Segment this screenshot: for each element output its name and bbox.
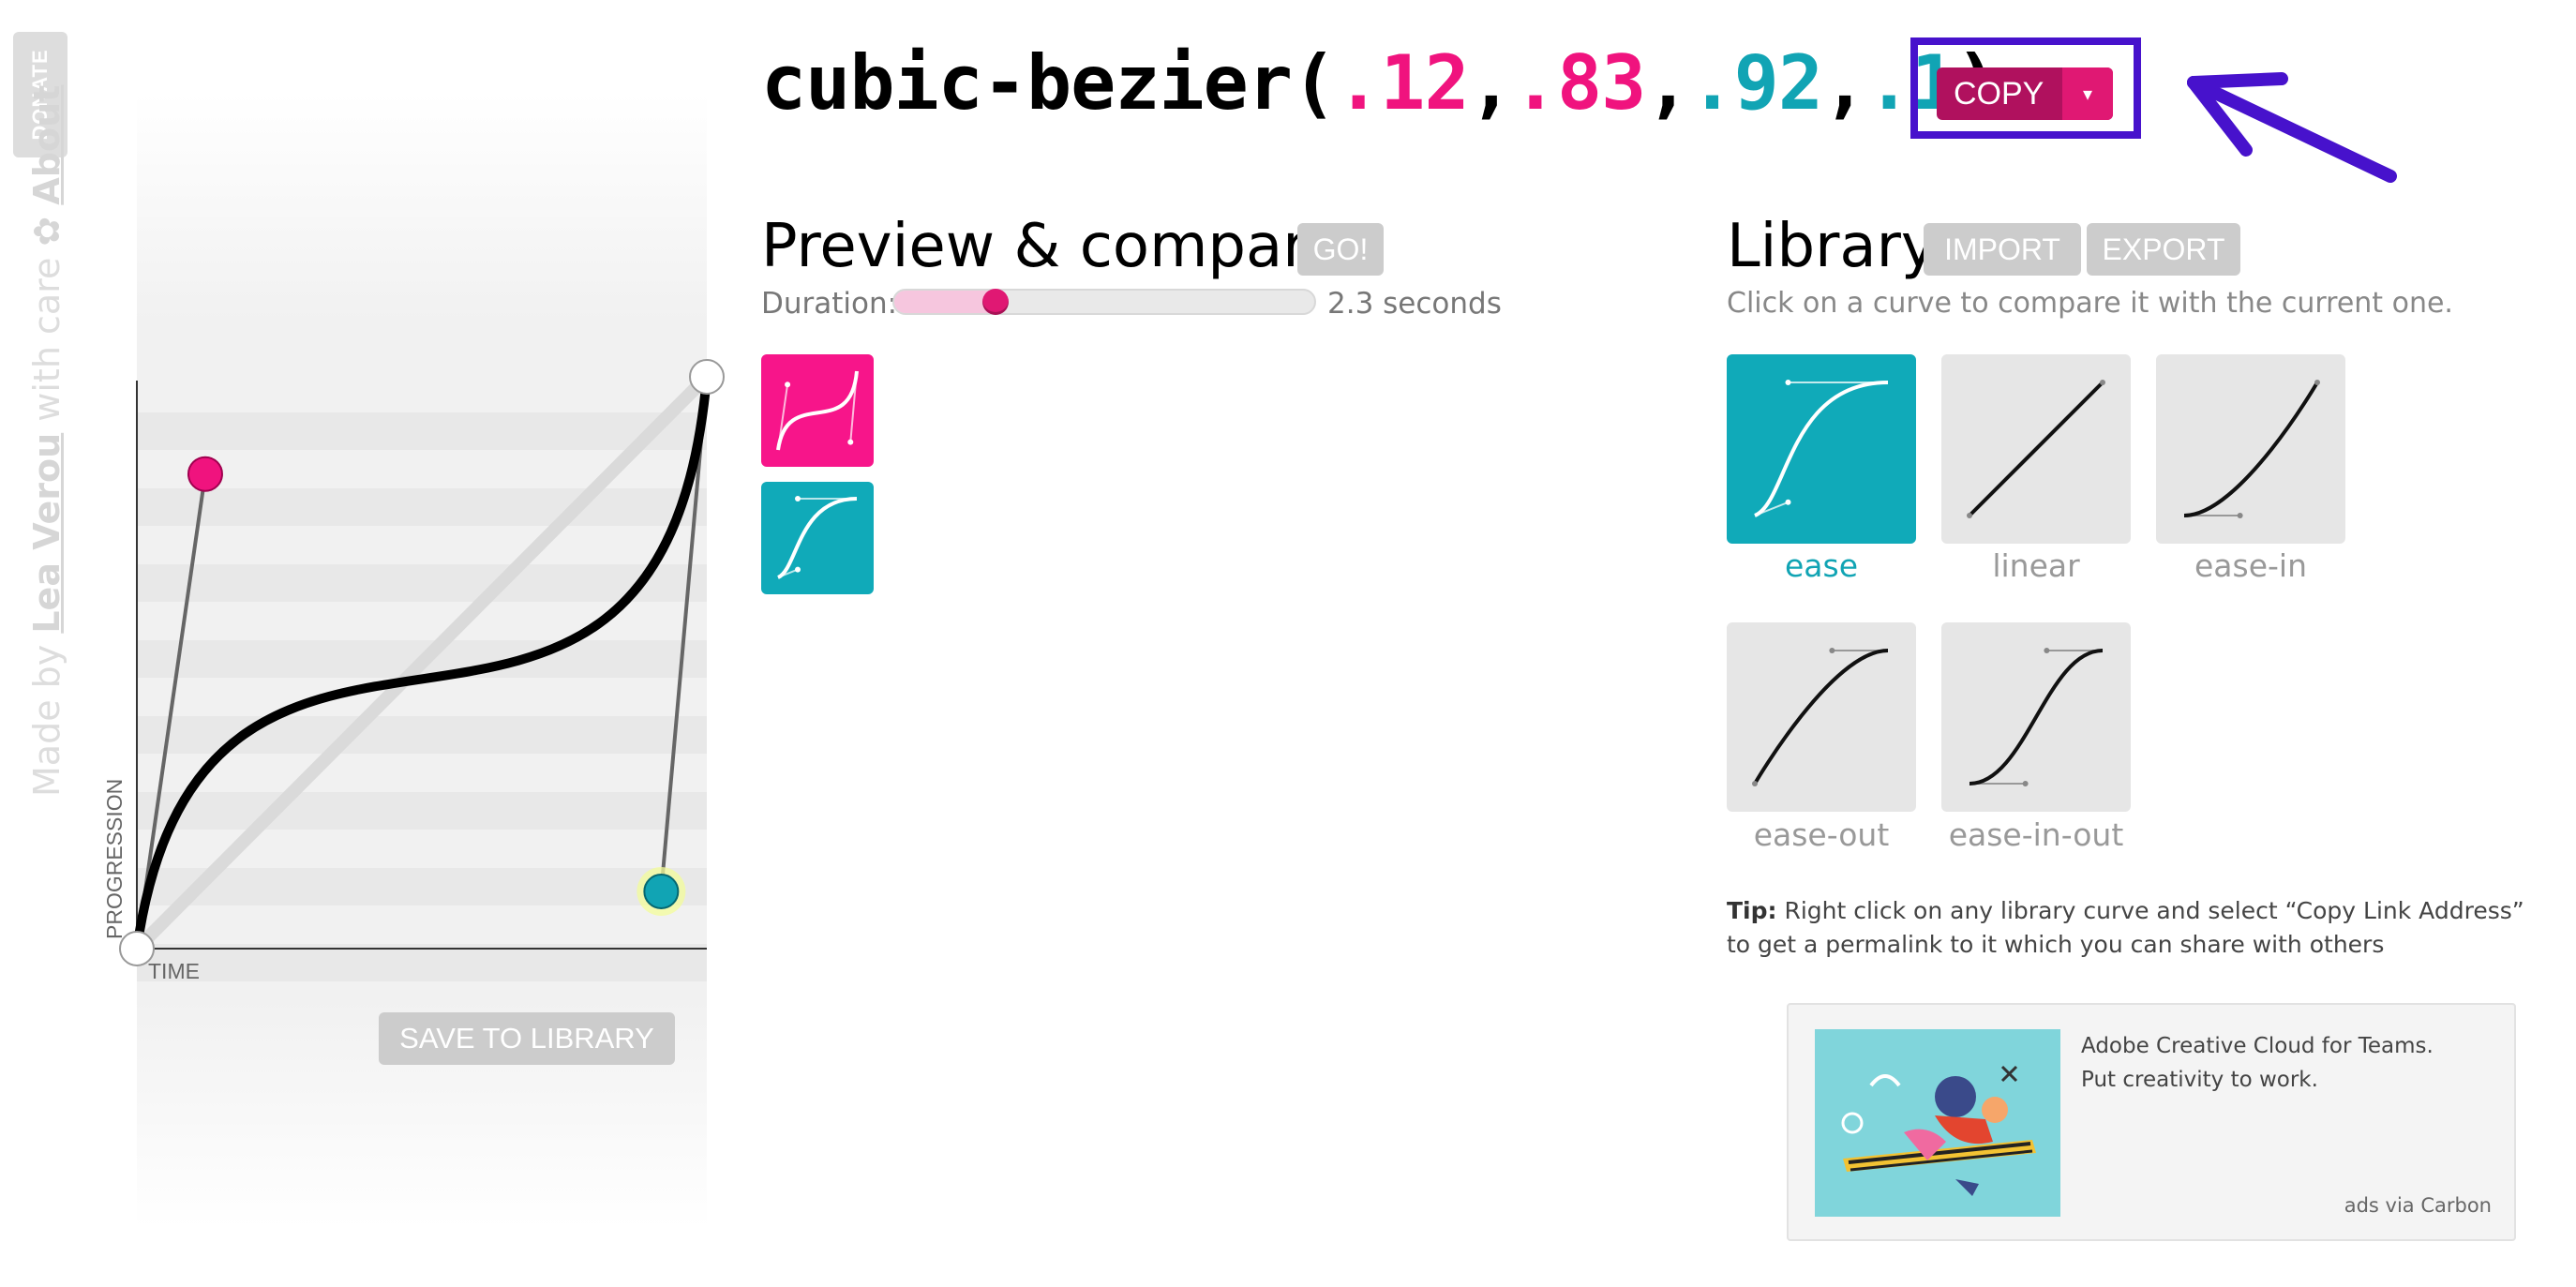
library-curve-ease-out [1752, 648, 1889, 786]
go-button[interactable]: GO! [1297, 223, 1384, 276]
grid-stripe [137, 792, 707, 830]
chevron-down-icon[interactable]: ▾ [2062, 67, 2113, 120]
preview-title: Preview & compare [761, 212, 1343, 281]
duration-slider-thumb[interactable] [981, 289, 1009, 315]
handle-line-2 [659, 376, 709, 892]
library-item-ease[interactable] [1727, 354, 1916, 544]
library-curve-ease-in-out [1969, 648, 2104, 786]
end-point [689, 359, 725, 395]
start-point [119, 931, 155, 966]
duration-slider[interactable] [892, 289, 1316, 315]
p1y-value: .83 [1512, 39, 1646, 127]
mini-control-point [2314, 380, 2320, 385]
mini-control-point [795, 496, 801, 501]
copy-highlight-annotation [1910, 37, 2141, 139]
library-label-linear: linear [1992, 547, 2080, 584]
p1x-value: .12 [1336, 39, 1469, 127]
mini-control-point [1967, 513, 1972, 518]
library-subtitle: Click on a curve to compare it with the … [1727, 287, 2453, 320]
ad-illustration[interactable] [1815, 1029, 2060, 1217]
mini-curve [1753, 649, 1889, 786]
library-curve-linear [1967, 380, 2105, 518]
linear-reference-line [132, 372, 711, 953]
library-item-ease-in-out[interactable] [1941, 622, 2131, 812]
ads-via-carbon-link[interactable]: ads via Carbon [2344, 1194, 2492, 1217]
grid-stripe [137, 412, 707, 450]
save-to-library-button[interactable]: SAVE TO LIBRARY [379, 1012, 675, 1065]
mini-control-point [1752, 781, 1758, 786]
donate-button[interactable]: DONATE [13, 32, 67, 157]
duration-slider-fill [894, 291, 996, 313]
mini-curve [1754, 381, 1889, 517]
control-point-2[interactable] [643, 874, 680, 909]
library-title: Library [1727, 212, 1937, 281]
mini-curve [1968, 381, 2104, 517]
preview-compare-curve [776, 496, 858, 579]
control-point-1[interactable] [187, 456, 223, 492]
grid-stripe [137, 868, 707, 905]
handle-line-1 [135, 473, 207, 950]
mini-curve [1969, 649, 2104, 786]
preview-current-curve [776, 370, 859, 451]
preview-compare-box[interactable] [761, 482, 874, 594]
library-label-ease-in-out: ease-in-out [1948, 816, 2124, 853]
library-label-ease-out: ease-out [1753, 816, 1890, 853]
p2x-value: .92 [1689, 39, 1822, 127]
ad-illustration-graphic [1815, 1029, 2060, 1217]
duration-label: Duration: [761, 287, 898, 321]
mini-control-point [1785, 380, 1791, 385]
mini-control-point [2044, 648, 2050, 653]
library-item-linear[interactable] [1941, 354, 2131, 544]
library-label-ease-in: ease-in [2194, 547, 2307, 584]
mini-control-point [2237, 513, 2243, 518]
mini-control-point [847, 439, 854, 445]
grid-stripe [137, 488, 707, 526]
mini-curve [2183, 381, 2319, 517]
mini-curve [776, 497, 858, 579]
library-item-ease-out[interactable] [1727, 622, 1916, 812]
mini-curve [776, 370, 859, 451]
library-item-ease-in[interactable] [2156, 354, 2345, 544]
tip-text: Tip: Right click on any library curve an… [1727, 897, 2524, 958]
y-axis-label: PROGRESSION [102, 779, 127, 939]
grid-stripes [137, 412, 707, 981]
bezier-curve [132, 376, 711, 950]
library-curve-ease-in [2183, 380, 2320, 518]
grid-stripe [137, 564, 707, 602]
library-curve-ease [1754, 380, 1889, 517]
duration-value: 2.3 seconds [1327, 287, 1502, 321]
mini-control-point [785, 382, 791, 388]
mini-control-point [2022, 781, 2029, 786]
ad-text[interactable]: Adobe Creative Cloud for Teams. Put crea… [2081, 1034, 2434, 1092]
preview-current-box[interactable] [761, 354, 874, 467]
library-label-ease: ease [1784, 547, 1859, 584]
cubic-bezier-code: cubic-bezier(.12,.83,.92,.1) [761, 39, 2000, 127]
copy-button[interactable]: COPY [1937, 67, 2113, 120]
x-axis-label: TIME [148, 959, 200, 983]
mini-control-point [2100, 380, 2105, 385]
grid-stripe [137, 944, 707, 981]
carbon-ad[interactable]: Adobe Creative Cloud for Teams. Put crea… [1787, 1003, 2516, 1241]
import-button[interactable]: IMPORT [1924, 223, 2081, 276]
annotation-arrow-icon [2187, 72, 2397, 183]
export-button[interactable]: EXPORT [2087, 223, 2240, 276]
mini-control-point [1829, 648, 1835, 653]
mini-control-point [1785, 499, 1791, 505]
mini-control-point [795, 566, 801, 573]
